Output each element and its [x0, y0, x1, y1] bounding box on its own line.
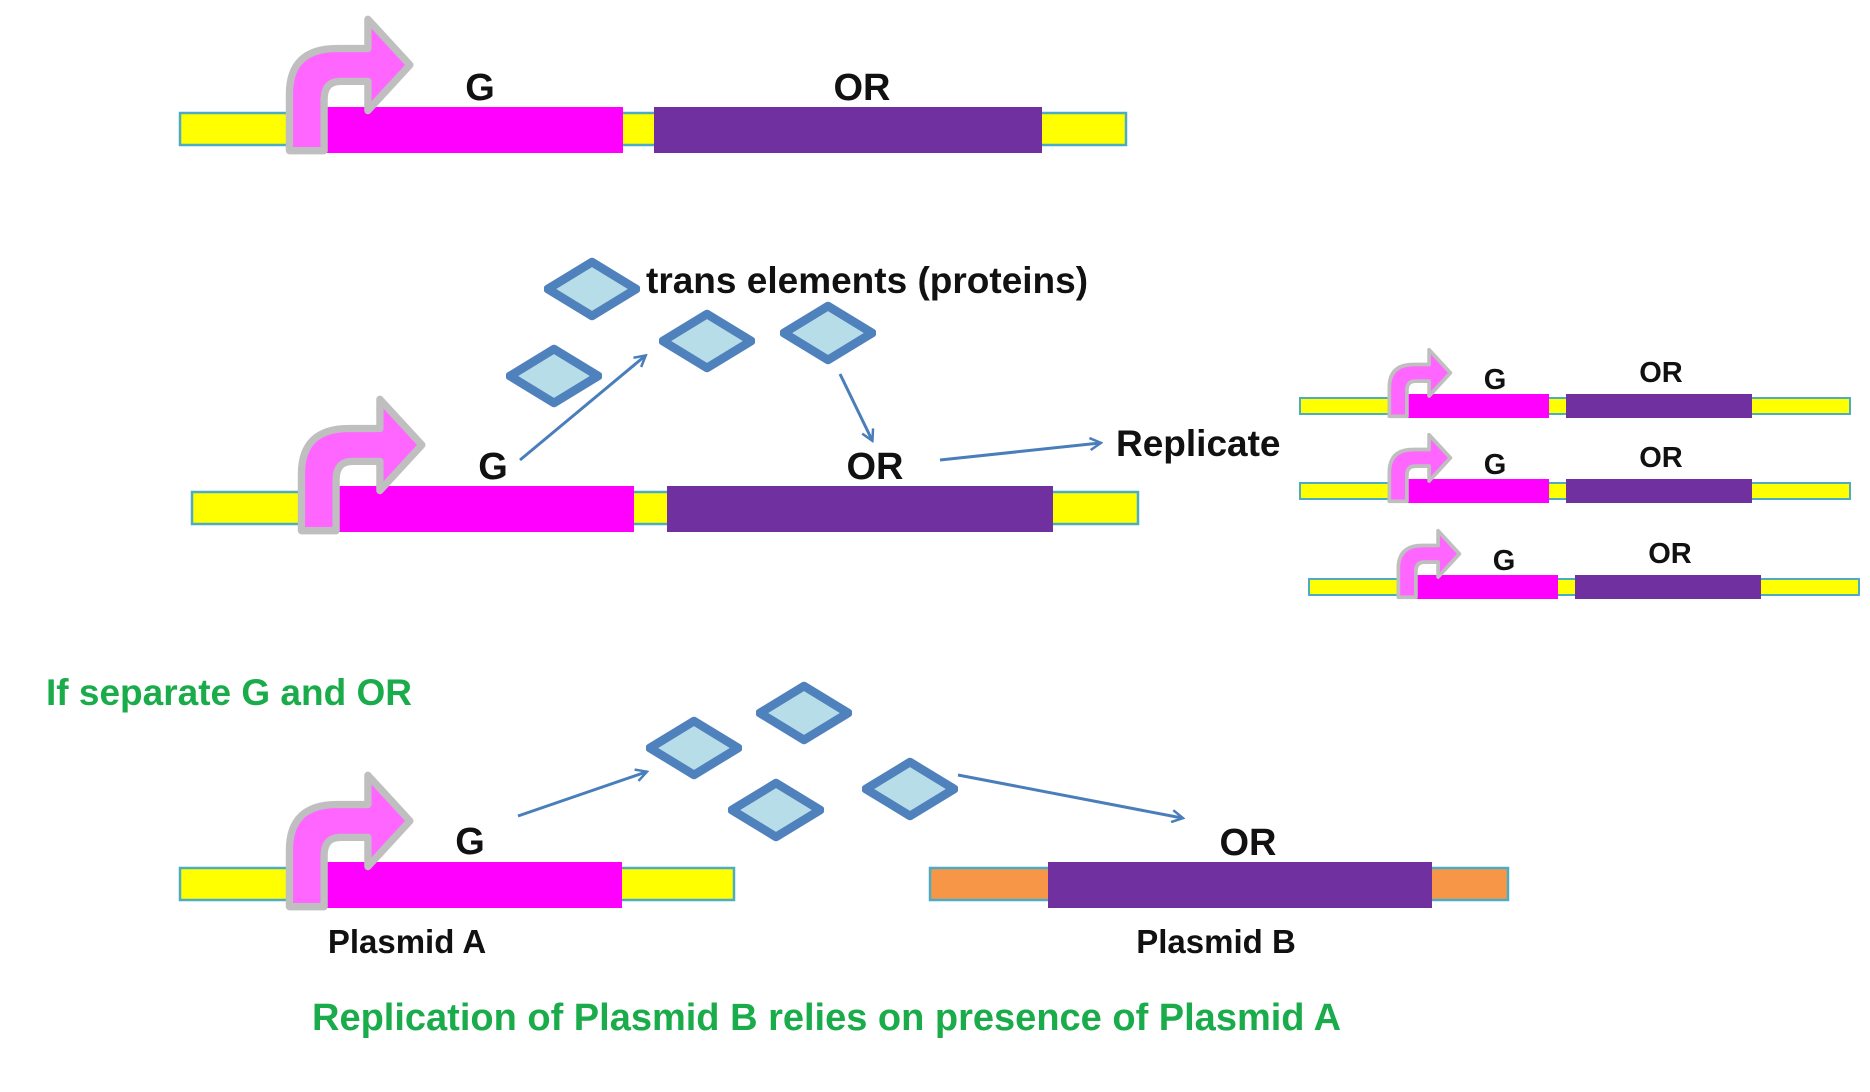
diamond-icon — [784, 306, 872, 360]
trans-proteins-bottom — [650, 686, 954, 837]
trans-elements-label: trans elements (proteins) — [646, 260, 1088, 301]
replicate-copy-1: G OR — [1299, 347, 1851, 419]
origin-segment — [1566, 394, 1752, 418]
arrow-plasmid-a-to-proteins — [517, 772, 646, 818]
arrow-g-to-proteins — [519, 356, 645, 462]
construct-top: G OR — [178, 19, 1128, 153]
origin-label: OR — [834, 67, 891, 109]
arrow-to-replicate — [939, 443, 1100, 462]
diamond-icon — [760, 686, 848, 740]
gene-label: G — [1493, 545, 1516, 577]
replicate-label: Replicate — [1116, 423, 1281, 464]
arrow-proteins-to-or — [838, 373, 872, 440]
gene-g-segment — [318, 862, 622, 908]
origin-segment — [1575, 575, 1761, 599]
origin-segment — [1048, 862, 1432, 908]
gene-g-segment — [1406, 394, 1549, 418]
bottom-arrows — [517, 772, 1182, 818]
gene-g-segment — [1415, 575, 1558, 599]
gene-label: G — [478, 446, 508, 488]
construct-middle: G OR — [190, 399, 1140, 532]
plasmid-b: OR Plasmid B — [928, 822, 1510, 960]
diamond-icon — [650, 721, 738, 775]
separate-heading: If separate G and OR — [46, 672, 412, 713]
diamond-icon — [548, 262, 636, 316]
origin-segment — [654, 107, 1042, 153]
replicate-copy-3: G OR — [1308, 528, 1860, 600]
replicate-copy-2: G OR — [1299, 432, 1851, 504]
diamond-icon — [732, 783, 820, 837]
arrow-proteins-to-plasmid-b — [957, 773, 1182, 818]
gene-g-segment — [330, 486, 634, 532]
origin-label: OR — [1220, 822, 1277, 864]
gene-label: G — [1484, 364, 1507, 396]
middle-arrows — [519, 356, 1100, 462]
gene-label: G — [455, 821, 485, 863]
diamond-icon — [510, 349, 598, 403]
plasmid-a: G Plasmid A — [178, 775, 736, 960]
plasmid-a-label: Plasmid A — [328, 923, 486, 960]
origin-label: OR — [1639, 442, 1683, 474]
gene-label: G — [465, 67, 495, 109]
origin-label: OR — [1639, 357, 1683, 389]
gene-g-segment — [1406, 479, 1549, 503]
gene-g-segment — [317, 107, 623, 153]
conclusion-caption: Replication of Plasmid B relies on prese… — [312, 997, 1341, 1039]
origin-segment — [1566, 479, 1752, 503]
origin-segment — [667, 486, 1053, 532]
diamond-icon — [866, 762, 954, 816]
origin-label: OR — [1648, 538, 1692, 570]
plasmid-b-label: Plasmid B — [1136, 923, 1296, 960]
origin-label: OR — [847, 446, 904, 488]
diamond-icon — [663, 314, 751, 368]
gene-label: G — [1484, 449, 1507, 481]
